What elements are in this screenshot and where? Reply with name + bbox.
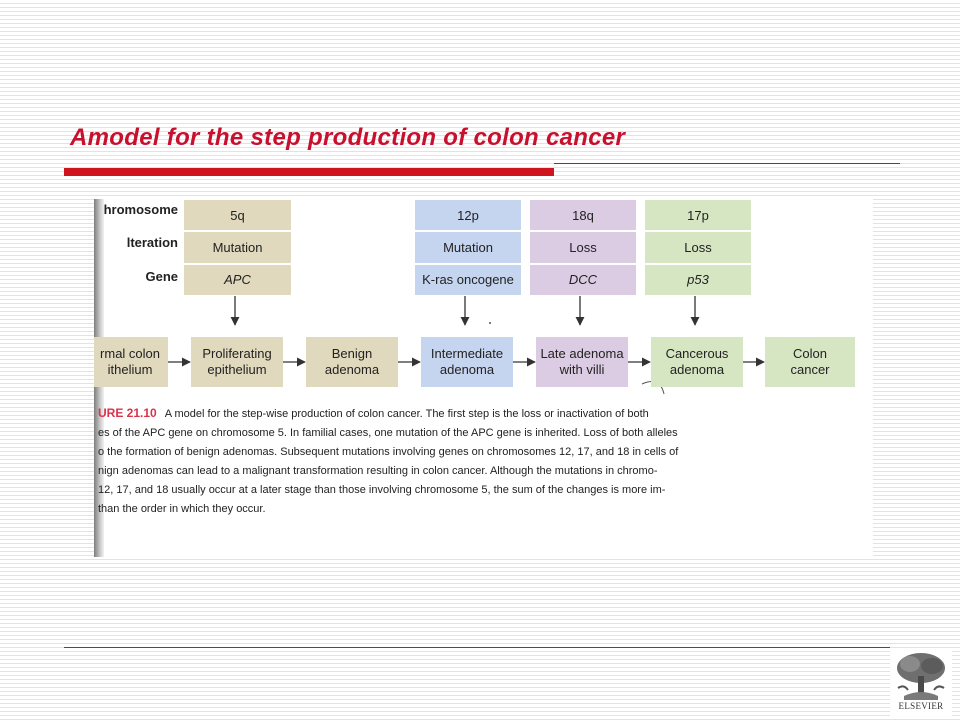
gene-column-p53: 17p Loss p53 bbox=[645, 200, 751, 295]
footer-rule bbox=[64, 647, 890, 648]
caption-line: o the formation of benign adenomas. Subs… bbox=[98, 446, 679, 458]
alteration-mutation-apc: Mutation bbox=[184, 230, 291, 263]
chromosome-5q: 5q bbox=[184, 200, 291, 231]
caption-line-text: A model for the step-wise production of … bbox=[164, 408, 649, 420]
row-label-alteration: lteration bbox=[126, 235, 178, 250]
alteration-loss-dcc: Loss bbox=[530, 230, 636, 263]
chromosome-18q: 18q bbox=[530, 200, 636, 231]
gene-kras: K-ras oncogene bbox=[415, 262, 521, 295]
stage-intermediate-adenoma-label: Intermediate adenoma bbox=[430, 346, 504, 377]
title-underline-thin bbox=[554, 163, 900, 164]
stage-benign-adenoma-label: Benign adenoma bbox=[324, 346, 380, 377]
stage-normal-epithelium-label: rmal colon ithelium bbox=[100, 346, 160, 377]
caption-line: than the order in which they occur. bbox=[98, 503, 266, 515]
stage-cancerous-adenoma: Cancerous adenoma bbox=[651, 337, 743, 387]
title-underline-thick bbox=[64, 168, 554, 176]
gene-column-dcc: 18q Loss DCC bbox=[530, 200, 636, 295]
chromosome-17p: 17p bbox=[645, 200, 751, 231]
chromosome-12p: 12p bbox=[415, 200, 521, 231]
alteration-mutation-kras: Mutation bbox=[415, 230, 521, 263]
stage-late-adenoma: Late adenoma with villi bbox=[536, 337, 628, 387]
stage-normal-epithelium: rmal colon ithelium bbox=[94, 337, 168, 387]
figure-number-label: URE 21.10 bbox=[98, 406, 157, 420]
stage-colon-cancer-label: Colon cancer bbox=[790, 346, 830, 377]
caption-line: es of the APC gene on chromosome 5. In f… bbox=[98, 427, 678, 439]
gene-p53: p53 bbox=[645, 262, 751, 295]
caption-line: URE 21.10 A model for the step-wise produ… bbox=[98, 404, 708, 424]
stage-benign-adenoma: Benign adenoma bbox=[306, 337, 398, 387]
slide-title: Amodel for the step production of colon … bbox=[70, 124, 626, 151]
stage-cancerous-adenoma-label: Cancerous adenoma bbox=[665, 346, 729, 377]
row-label-chromosome: hromosome bbox=[103, 202, 178, 217]
elsevier-logo-text: ELSEVIER bbox=[898, 701, 944, 711]
caption-line: nign adenomas can lead to a malignant tr… bbox=[98, 465, 658, 477]
stage-intermediate-adenoma: Intermediate adenoma bbox=[421, 337, 513, 387]
gene-dcc: DCC bbox=[530, 262, 636, 295]
stage-colon-cancer: Colon cancer bbox=[765, 337, 855, 387]
gene-apc: APC bbox=[184, 262, 291, 295]
stage-proliferating-epithelium: Proliferating epithelium bbox=[191, 337, 283, 387]
colon-cancer-model-figure: hromosome lteration Gene 5q Mutation APC… bbox=[94, 199, 873, 557]
alteration-loss-p53: Loss bbox=[645, 230, 751, 263]
gene-column-apc: 5q Mutation APC bbox=[184, 200, 291, 295]
gene-column-kras: 12p Mutation K-ras oncogene bbox=[415, 200, 521, 295]
speck bbox=[489, 322, 491, 324]
elsevier-tree-logo-icon bbox=[890, 648, 952, 716]
stage-proliferating-epithelium-label: Proliferating epithelium bbox=[202, 346, 272, 377]
stage-late-adenoma-label: Late adenoma with villi bbox=[540, 346, 624, 377]
row-label-gene: Gene bbox=[145, 269, 178, 284]
caption-line: 12, 17, and 18 usually occur at a later … bbox=[98, 484, 666, 496]
figure-caption: URE 21.10 A model for the step-wise produ… bbox=[98, 404, 708, 519]
